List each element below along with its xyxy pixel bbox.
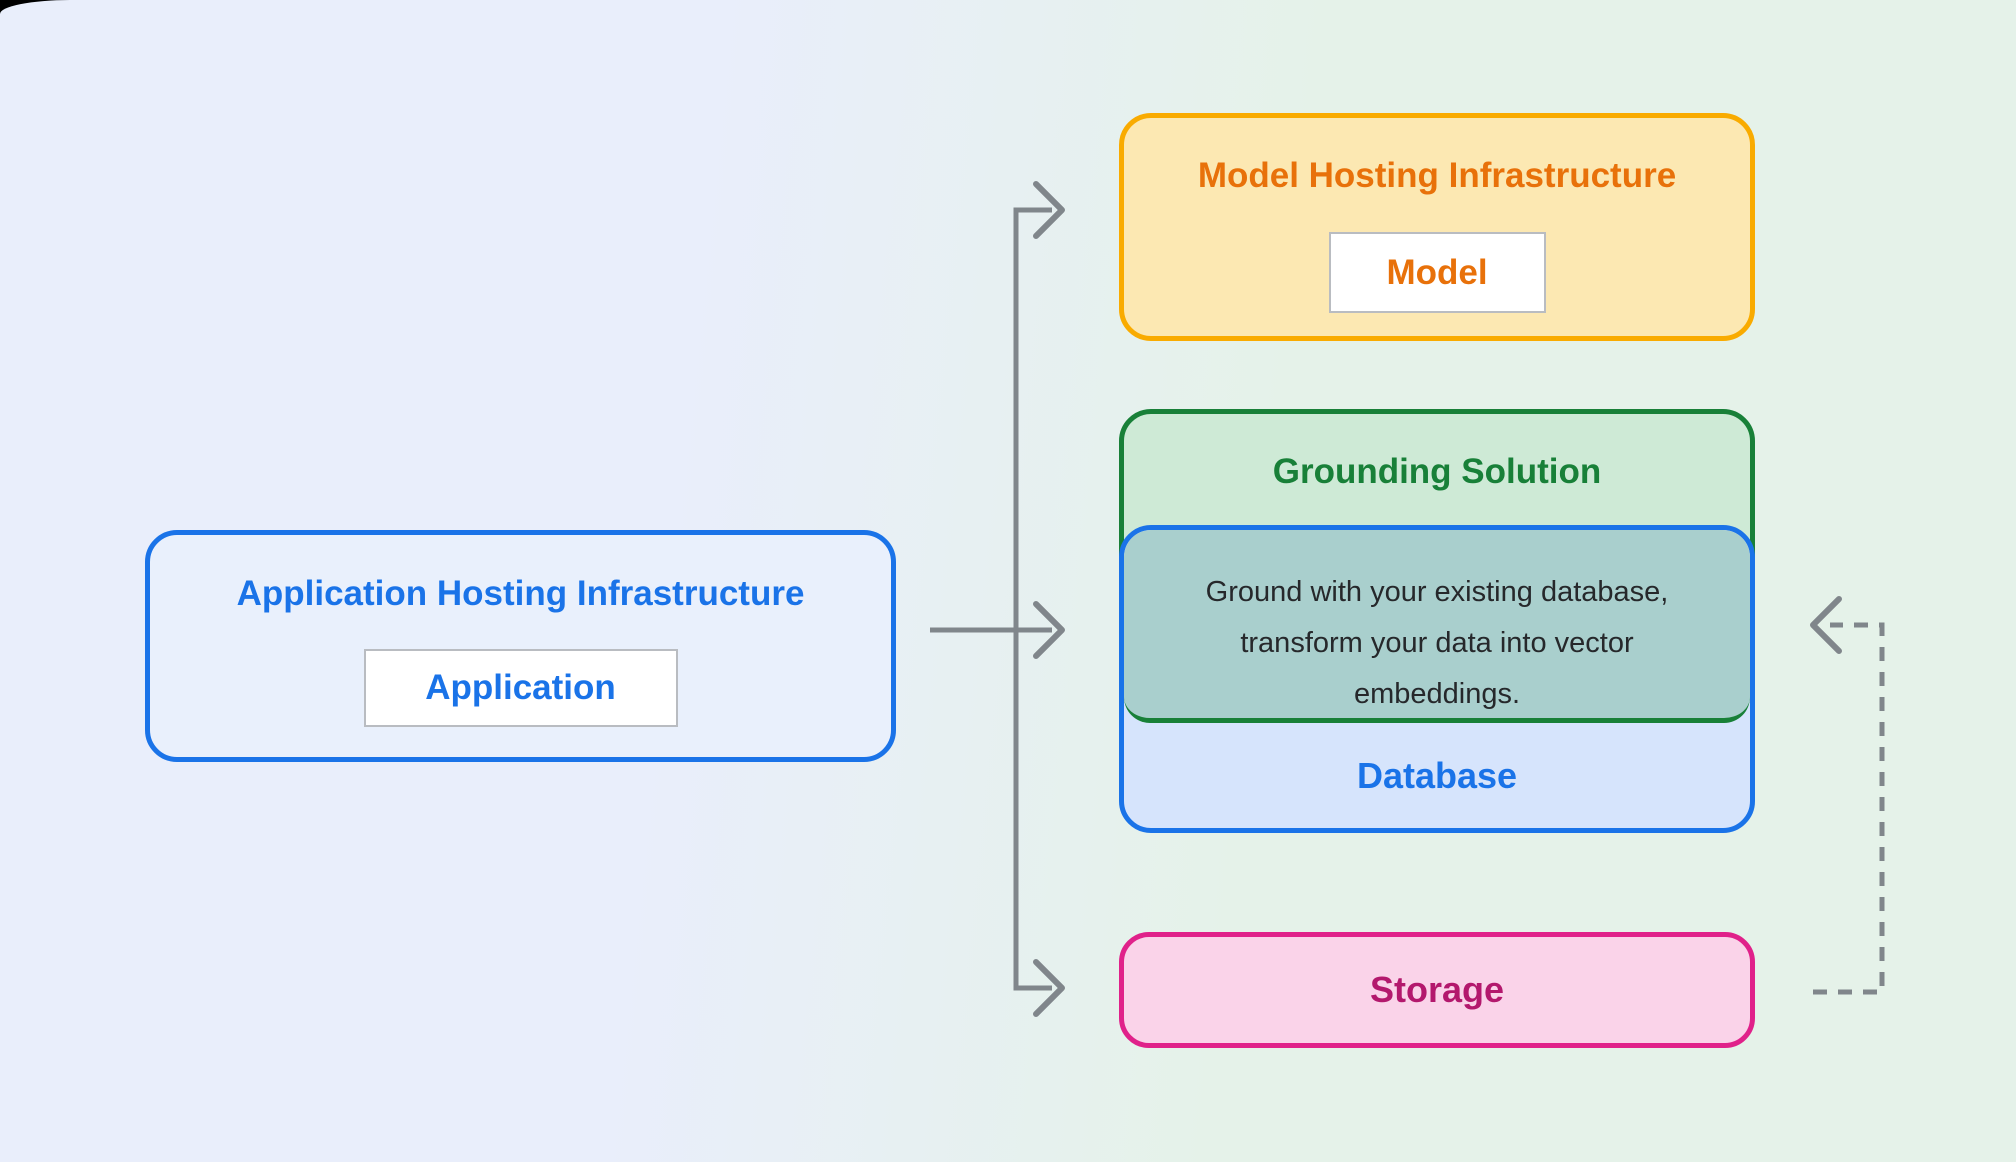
model-hosting-node: Model Hosting Infrastructure Model [1119, 113, 1755, 341]
storage-label: Storage [1369, 969, 1505, 1010]
application-chip: Application [363, 649, 678, 727]
arrowhead-to-grounding-icon [1033, 601, 1065, 659]
feedback-dashed-line [1813, 622, 1885, 995]
model-chip: Model [1328, 232, 1546, 313]
application-hosting-title: Application Hosting Infrastructure [236, 574, 805, 613]
grounding-description-line: transform your data into vector [1240, 626, 1634, 659]
feedback-arrowhead-icon [1810, 596, 1842, 654]
application-hosting-node: Application Hosting Infrastructure Appli… [145, 530, 896, 762]
grounding-description-line: Ground with your existing database, [1205, 575, 1669, 608]
grounding-solution-title: Grounding Solution [1272, 452, 1602, 491]
model-hosting-title: Model Hosting Infrastructure [1197, 156, 1677, 195]
storage-node: Storage [1119, 932, 1755, 1048]
connector-trunk-line [930, 207, 1052, 991]
database-label: Database [1356, 754, 1518, 796]
database-node: Ground with your existing database, tran… [1119, 525, 1755, 833]
grounding-description-line: embeddings. [1353, 677, 1521, 710]
grounding-description-panel: Ground with your existing database, tran… [1124, 530, 1750, 723]
arrowhead-to-storage-icon [1033, 959, 1065, 1017]
arrowhead-to-model-icon [1033, 181, 1065, 239]
